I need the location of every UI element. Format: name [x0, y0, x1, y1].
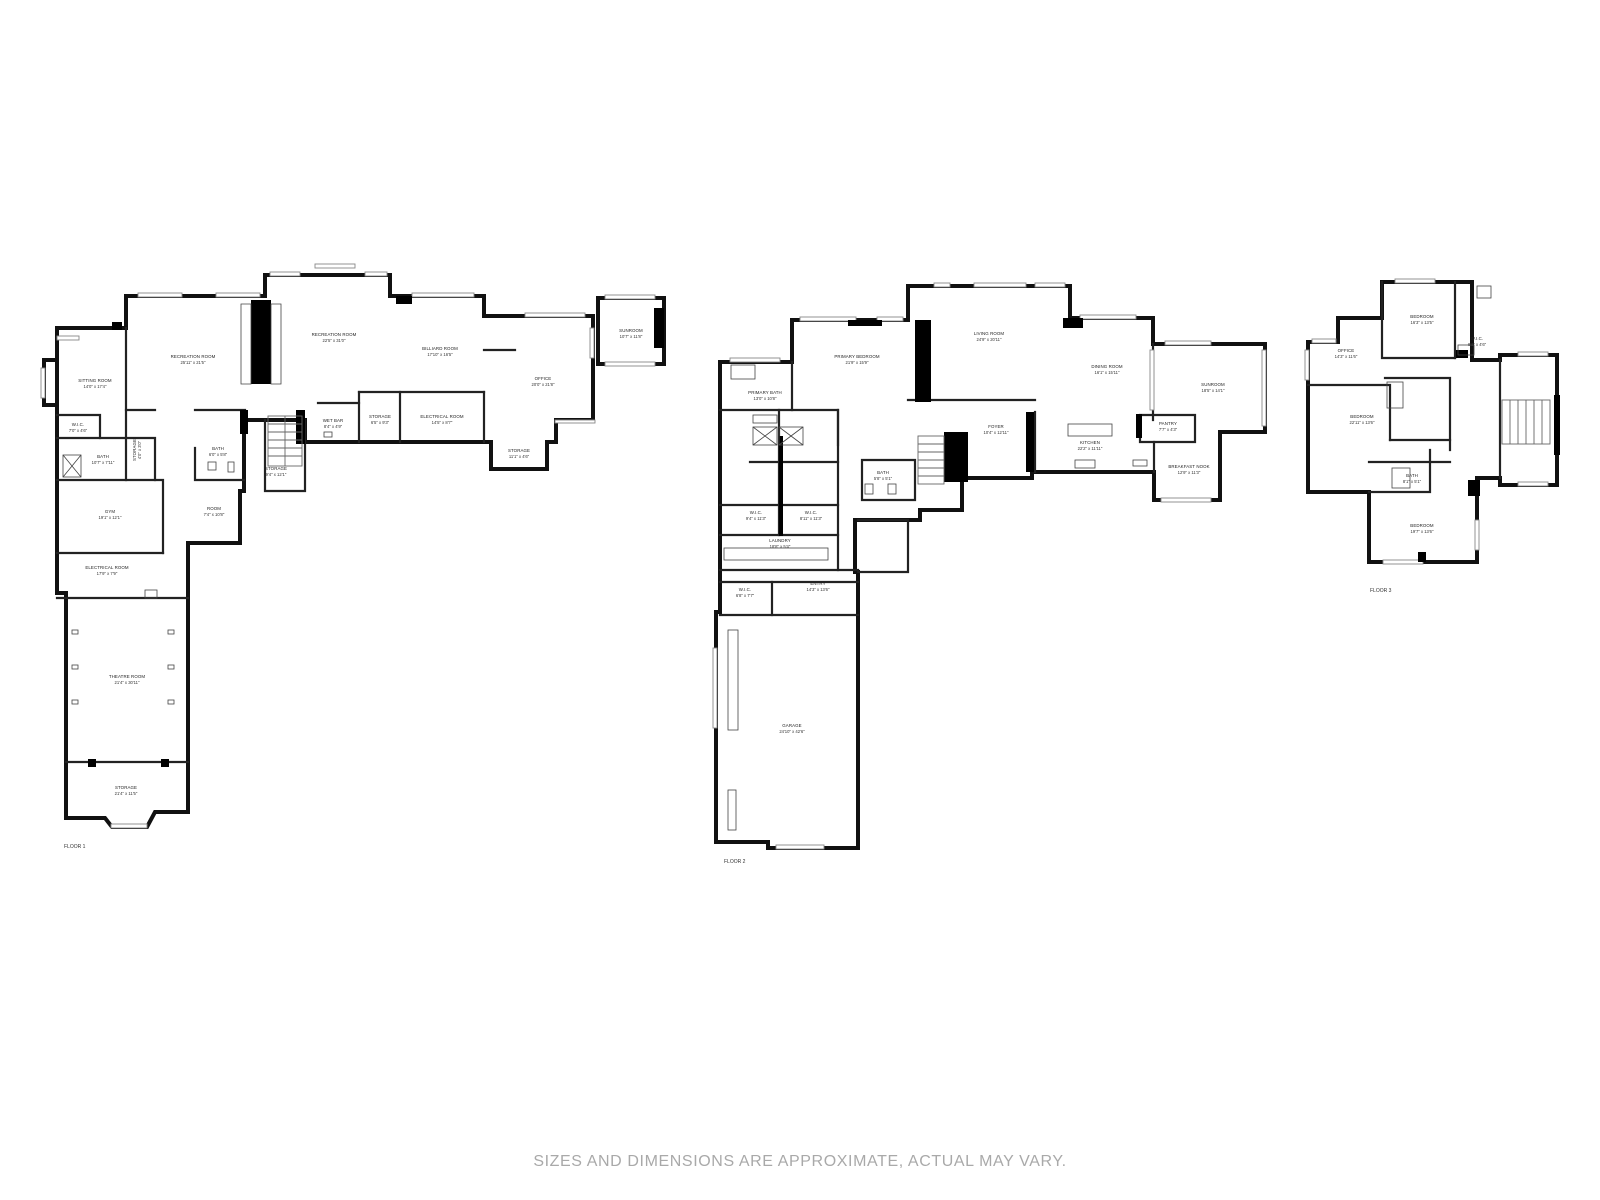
room-name: SUNROOM: [1201, 382, 1225, 387]
room-dimensions: 8'1" x 5'1": [1403, 479, 1422, 484]
room-dimensions: 24'10" x 42'6": [779, 729, 805, 734]
room-name: GYM: [105, 509, 116, 514]
room-dimensions: 8'3" x 4'6": [1468, 342, 1487, 347]
room-name: BEDROOM: [1350, 414, 1374, 419]
room-name: PRIMARY BEDROOM: [834, 354, 879, 359]
room-dimensions: 24'9" x 20'11": [977, 337, 1002, 342]
room-name: SITTING ROOM: [78, 378, 112, 383]
floor-label: FLOOR 1: [64, 844, 86, 850]
floor-label: FLOOR 2: [724, 859, 746, 865]
room-dimensions: 14'5" x 8'7": [432, 420, 453, 425]
room-name: ROOM: [207, 506, 221, 511]
room-dimensions: 12'9" x 11'3": [1178, 470, 1201, 475]
room-dimensions: 20'0" x 21'8": [532, 382, 555, 387]
floor-3: BEDROOM 16'3" x 13'5" OFFICE 14'3" x 11'…: [1304, 278, 1560, 594]
room-dimensions: 18'8" x 5'4": [770, 544, 791, 549]
room-dimensions: 9'4" x 11'3": [746, 516, 767, 521]
room-name: OFFICE: [535, 376, 552, 381]
room-dimensions: 21'4" x 30'11": [115, 680, 140, 685]
room-dimensions: 9'4" x 12'1": [266, 472, 287, 477]
room-dimensions: 7'7" x 4'3": [1159, 427, 1178, 432]
room-dimensions: 25'11" x 21'5": [181, 360, 206, 365]
room-name: W.I.C.: [1471, 336, 1484, 341]
room-dimensions: 18'5" x 14'1": [1202, 388, 1225, 393]
room-name: OFFICE: [1338, 348, 1355, 353]
room-name: BEDROOM: [1410, 314, 1434, 319]
room-name: STORAGE: [369, 414, 391, 419]
room-dimensions: 6'5" x 9'3": [371, 420, 390, 425]
room-name: PRIMARY BATH: [748, 390, 782, 395]
room-dimensions: 16'3" x 13'5": [1411, 320, 1434, 325]
room-dimensions: 13'0" x 10'8": [754, 396, 777, 401]
room-name: BATH: [877, 470, 889, 475]
room-dimensions: 10'4" x 12'11": [984, 430, 1009, 435]
room-name: FOYER: [988, 424, 1004, 429]
room-name: PANTRY: [1159, 421, 1177, 426]
room-dimensions: 7'0" x 4'6": [69, 428, 88, 433]
room-name: LIVING ROOM: [974, 331, 1005, 336]
room-name: ELECTRICAL ROOM: [420, 414, 464, 419]
room-dimensions: 19'7" x 13'6": [1411, 529, 1434, 534]
room-name: BATH: [97, 454, 109, 459]
room-dimensions: 14'3" x 11'6": [1335, 354, 1358, 359]
room-dimensions: 6'8" x 7'7": [736, 593, 755, 598]
room-dimensions: 5'8" x 5'1": [874, 476, 893, 481]
room-dimensions: 10'7" x 7'11": [92, 460, 115, 465]
room-dimensions: 16'1" x 15'11": [1095, 370, 1120, 375]
floor-2: PRIMARY BATH 13'0" x 10'8" PRIMARY BEDRO…: [712, 282, 1267, 865]
room-dimensions: 22'5" x 31'0": [323, 338, 346, 343]
room-dimensions: 6'0" x 5'8": [209, 452, 228, 457]
room-name: STORAGE: [265, 466, 287, 471]
room-name: BEDROOM: [1410, 523, 1434, 528]
room-name: LAUNDRY: [769, 538, 791, 543]
room-name: ENTRY: [810, 581, 825, 586]
room-name: BATH: [212, 446, 224, 451]
disclaimer-text: SIZES AND DIMENSIONS ARE APPROXIMATE, AC…: [533, 1153, 1067, 1170]
room-dimensions: 21'4" x 11'5": [115, 791, 138, 796]
room-name: BATH: [1406, 473, 1418, 478]
room-name: WET BAR: [323, 418, 344, 423]
room-dimensions: 10'7" x 11'8": [620, 334, 643, 339]
room-name: ELECTRICAL ROOM: [85, 565, 129, 570]
room-name: W.I.C.: [750, 510, 763, 515]
room-dimensions: 17'9" x 7'9": [97, 571, 118, 576]
room-dimensions: 14'3" x 13'6": [807, 587, 830, 592]
room-dimensions: 4'0" x 3'0": [137, 440, 142, 459]
room-name: SUNROOM: [619, 328, 643, 333]
room-dimensions: 21'9" x 15'9": [846, 360, 869, 365]
room-name: W.I.C.: [739, 587, 752, 592]
room-name: RECREATION ROOM: [171, 354, 216, 359]
room-name: BILLIARD ROOM: [422, 346, 458, 351]
floor-1: SITTING ROOM 14'0" x 17'4" RECREATION RO…: [40, 263, 666, 850]
room-dimensions: 14'0" x 17'4": [84, 384, 107, 389]
room-name: STORAGE: [508, 448, 530, 453]
room-dimensions: 8'4" x 4'9": [324, 424, 343, 429]
room-name: THEATRE ROOM: [109, 674, 145, 679]
room-name: BREAKFAST NOOK: [1168, 464, 1209, 469]
room-dimensions: 8'11" x 11'3": [800, 516, 823, 521]
room-dimensions: 19'1" x 12'1": [99, 515, 122, 520]
room-dimensions: 22'2" x 11'11": [1078, 446, 1103, 451]
room-dimensions: 17'10" x 16'5": [427, 352, 453, 357]
room-dimensions: 11'1" x 4'6": [509, 454, 530, 459]
room-dimensions: 22'11" x 13'6": [1350, 420, 1375, 425]
room-name: DINING ROOM: [1091, 364, 1123, 369]
room-name: KITCHEN: [1080, 440, 1100, 445]
room-name: W.I.C.: [72, 422, 85, 427]
room-name: RECREATION ROOM: [312, 332, 357, 337]
room-name: W.I.C.: [805, 510, 818, 515]
room-dimensions: 7'4" x 10'8": [204, 512, 225, 517]
room-name: STORAGE: [115, 785, 137, 790]
room-name: GARAGE: [782, 723, 801, 728]
floor-label: FLOOR 3: [1370, 588, 1392, 594]
room-name: STORAGE: [132, 439, 137, 461]
